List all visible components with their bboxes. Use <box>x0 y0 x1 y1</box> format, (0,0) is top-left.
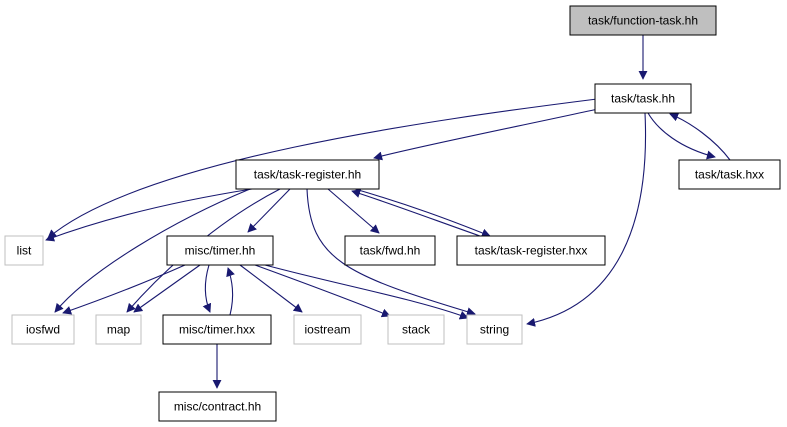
edge-task-hxx-to-task-hh <box>669 112 731 161</box>
node-box-string <box>466 314 523 345</box>
node-box-task-hxx <box>678 159 781 190</box>
node-label-iosfwd: iosfwd <box>26 323 60 337</box>
edge-task-hh-to-string <box>526 112 647 327</box>
node-contract-hh[interactable]: misc/contract.hh <box>158 391 277 422</box>
node-box-fwd-hh <box>344 235 436 266</box>
node-box-stack <box>387 314 445 345</box>
node-task-hh[interactable]: task/task.hh <box>594 83 692 114</box>
node-box-task-hh <box>594 83 692 114</box>
node-label-map: map <box>107 323 131 337</box>
node-iostream[interactable]: iostream <box>293 314 362 345</box>
node-label-function-task: task/function-task.hh <box>588 14 698 28</box>
node-box-function-task <box>569 5 717 36</box>
node-box-list <box>4 235 44 266</box>
node-box-timer-hxx <box>162 314 272 345</box>
edge-timer-hh-to-iosfwd <box>62 264 186 315</box>
edge-timer-hxx-to-timer-hh <box>226 267 235 316</box>
node-string[interactable]: string <box>466 314 523 345</box>
node-timer-hxx[interactable]: misc/timer.hxx <box>162 314 272 345</box>
node-box-map <box>95 314 142 345</box>
edges-layer <box>45 35 731 389</box>
node-label-task-register-hxx: task/task-register.hxx <box>475 244 588 258</box>
node-iosfwd[interactable]: iosfwd <box>11 314 75 345</box>
node-label-timer-hxx: misc/timer.hxx <box>179 323 255 337</box>
node-map[interactable]: map <box>95 314 142 345</box>
edge-timer-hh-to-string <box>264 264 469 320</box>
edge-task-register-hh-to-string <box>306 188 476 316</box>
node-box-timer-hh <box>166 235 274 266</box>
edge-task-register-hh-to-timer-hh <box>247 188 291 233</box>
node-label-iostream: iostream <box>304 323 350 337</box>
edge-task-hh-to-task-hxx <box>647 112 716 160</box>
node-label-contract-hh: misc/contract.hh <box>174 400 261 414</box>
node-fwd-hh[interactable]: task/fwd.hh <box>344 235 436 266</box>
node-box-iostream <box>293 314 362 345</box>
node-label-task-register-hh: task/task-register.hh <box>254 168 361 182</box>
edge-task-register-hh-to-iosfwd <box>54 188 251 313</box>
node-task-register-hh[interactable]: task/task-register.hh <box>235 159 380 190</box>
node-stack[interactable]: stack <box>387 314 445 345</box>
node-label-fwd-hh: task/fwd.hh <box>360 244 421 258</box>
node-list[interactable]: list <box>4 235 44 266</box>
edge-task-register-hh-to-list <box>45 188 253 242</box>
node-task-hxx[interactable]: task/task.hxx <box>678 159 781 190</box>
edge-timer-hh-to-timer-hxx <box>202 264 212 313</box>
edge-task-register-hh-to-fwd-hh <box>327 188 380 234</box>
node-box-contract-hh <box>158 391 277 422</box>
node-label-task-hh: task/task.hh <box>611 92 675 106</box>
edge-timer-hh-to-map <box>133 264 201 313</box>
node-task-register-hxx[interactable]: task/task-register.hxx <box>456 235 606 266</box>
edge-task-hh-to-task-register-hh <box>373 108 599 161</box>
node-box-task-register-hxx <box>456 235 606 266</box>
node-box-iosfwd <box>11 314 75 345</box>
nodes-layer: task/function-task.hh task/task.hh task/ta… <box>4 5 781 422</box>
edge-timer-hh-to-iostream <box>239 264 303 313</box>
node-label-string: string <box>480 323 509 337</box>
edge-task-register-hh-to-task-register-hxx <box>354 188 491 238</box>
node-function-task[interactable]: task/function-task.hh <box>569 5 717 36</box>
edge-task-register-hxx-to-task-register-hh <box>351 189 481 237</box>
node-label-task-hxx: task/task.hxx <box>695 168 764 182</box>
edge-task-hh-to-list <box>47 98 598 239</box>
node-timer-hh[interactable]: misc/timer.hh <box>166 235 274 266</box>
edge-timer-hh-to-stack <box>254 264 391 318</box>
node-box-task-register-hh <box>235 159 380 190</box>
node-label-timer-hh: misc/timer.hh <box>185 244 256 258</box>
node-label-stack: stack <box>402 323 431 337</box>
node-label-list: list <box>17 244 32 258</box>
